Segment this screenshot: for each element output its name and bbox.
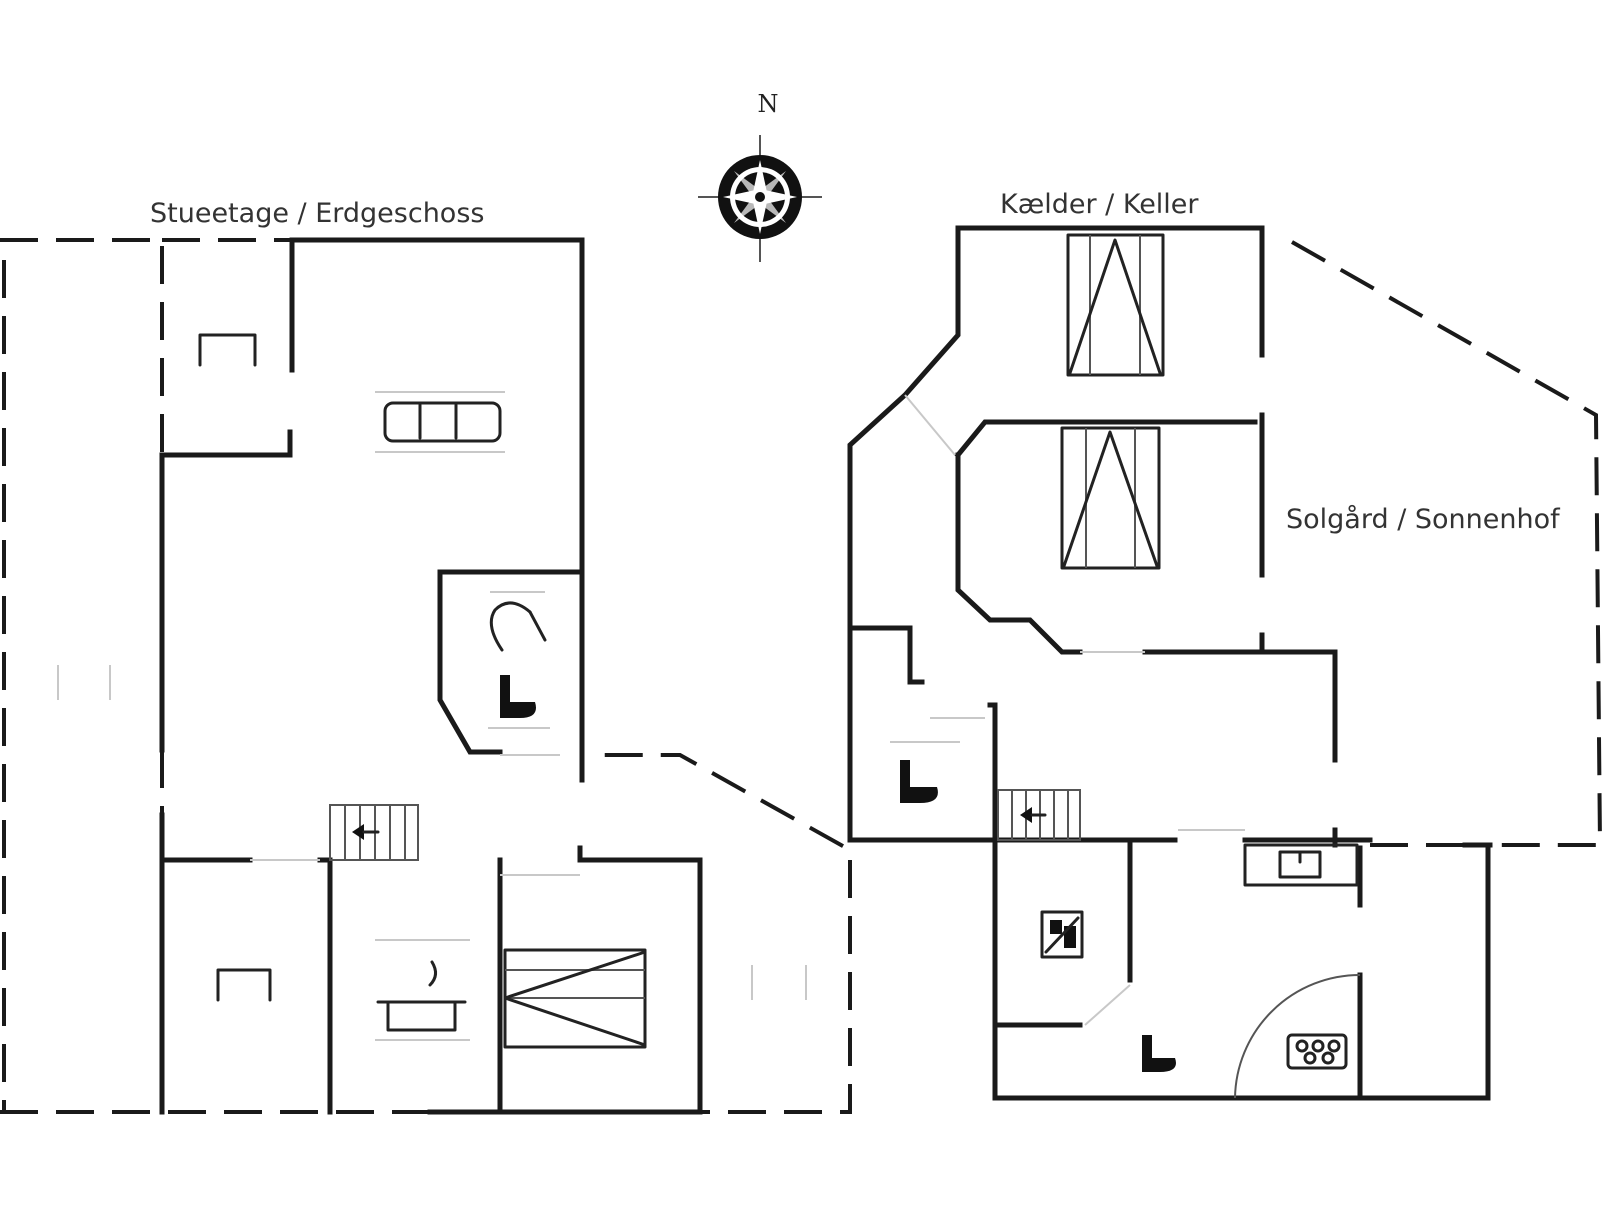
ground-floor-label: Stueetage / Erdgeschoss <box>150 198 484 229</box>
basement-plan <box>847 225 1603 1101</box>
bed-icon <box>1060 426 1161 570</box>
toilet-icon <box>1142 1035 1176 1072</box>
stove-icon <box>1286 1033 1348 1070</box>
washing-machine-icon <box>1040 910 1084 959</box>
terrace-label: Solgård / Sonnenhof <box>1286 504 1561 535</box>
sofa-icon <box>375 391 505 453</box>
bed-icon <box>503 948 647 1049</box>
stairs-icon <box>329 804 419 861</box>
toilet-icon <box>488 675 550 729</box>
kitchen-pot-icon <box>375 939 470 1041</box>
toilet-icon <box>890 741 960 803</box>
sink-icon <box>1243 843 1359 887</box>
ground-floor-plan <box>0 237 852 1115</box>
basement-label: Kælder / Keller <box>1000 189 1199 220</box>
bed-icon <box>1066 233 1165 377</box>
chair-icon <box>216 968 272 1002</box>
stairs-icon <box>997 789 1081 841</box>
chair-icon <box>198 333 257 367</box>
shower-icon <box>489 591 547 652</box>
compass-rose-icon: N <box>698 90 822 262</box>
north-label: N <box>758 90 779 118</box>
